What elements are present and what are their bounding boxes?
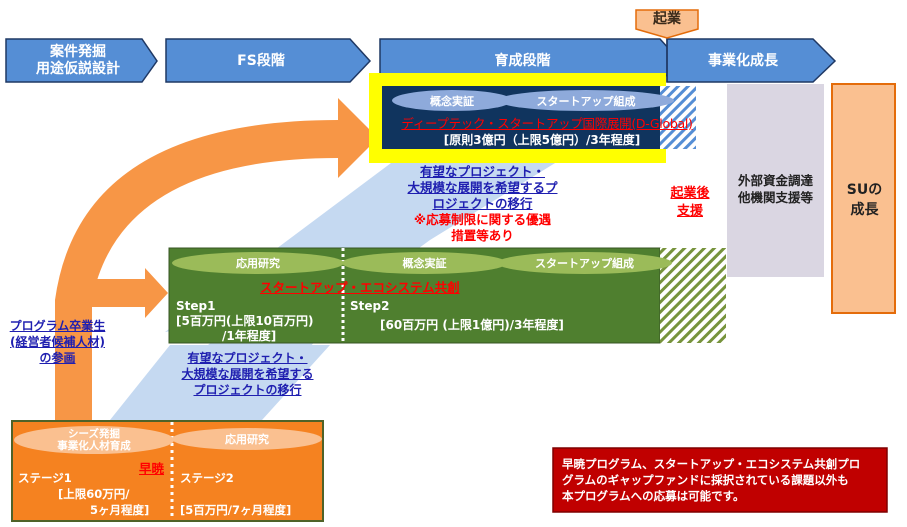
graduates-line-2[interactable]: (経営者候補人材) [10,335,105,349]
external-line-2: 他機関支援等 [737,190,813,205]
eco-step1-label: Step1 [176,299,216,313]
notice-box [552,447,888,513]
phase-1-line-2: 用途仮説設計 [36,61,120,77]
eco-oval-applied-label: 応用研究 [236,257,280,270]
graduates-line-1[interactable]: プログラム卒業生 [9,319,106,333]
transition-upper-line-1[interactable]: 有望なプロジェクト・ [419,164,545,179]
notice-line-3: 本プログラムへの応募は可能です。 [562,489,745,503]
transition-band-lower-2 [110,345,330,420]
transition-upper-text: 有望なプロジェクト・ 大規模な展開を希望するプ ロジェクトの移行 ※応募制限に関… [380,164,585,244]
ecosystem-title[interactable]: スタートアップ・エコシステム共創 [260,280,460,295]
orange-arrow-short [85,268,168,318]
eco-oval-applied: 応用研究 [172,252,344,274]
sogyo-stage2: ステージ2 [5百万円/7ヶ月程度] [180,470,325,518]
sogyo-oval-seeds: シーズ発掘 事業化人材育成 [14,426,174,454]
sogyo-oval-seeds-line-2: 事業化人材育成 [57,440,131,452]
su-growth-line-1: SUの [846,182,883,198]
transition-upper-note-2: 措置等あり [451,228,514,243]
eco-oval-startup: スタートアップ組成 [497,252,672,274]
post-startup-support-line-1[interactable]: 起業後 [670,186,710,201]
notice-line-2: グラムのギャップファンドに採択されている課題以外も [562,473,849,487]
transition-upper-line-3[interactable]: ロジェクトの移行 [432,196,533,211]
phase-label-2: FS段階 [166,40,356,82]
sogyo-stage2-label: ステージ2 [180,471,234,485]
transition-lower-line-1[interactable]: 有望なプロジェクト・ [187,351,308,365]
sogyo-stage1: ステージ1 [上限60万円/ 5ヶ月程度] [18,470,173,518]
dglobal-oval-startup-label: スタートアップ組成 [536,94,636,108]
dglobal-oval-poc: 概念実証 [392,90,512,111]
notice-line-1: 早暁プログラム、スタートアップ・エコシステム共創プロ [562,457,861,471]
eco-step2-label: Step2 [350,299,390,313]
phase-label-1: 案件発掘用途仮説設計 [8,40,148,82]
eco-step1: Step1 [5百万円(上限10百万円) /1年程度] [176,299,341,344]
phase-label-3: 育成段階 [380,40,665,82]
sogyo-oval-applied: 応用研究 [172,428,322,450]
transition-lower-line-3[interactable]: プロジェクトの移行 [193,383,302,397]
dglobal-funding: [原則3億円（上限5億円）/3年程度] [443,133,641,147]
dglobal-oval-startup: スタートアップ組成 [498,90,674,111]
post-startup-support[interactable]: 起業後 支援 [655,185,725,221]
eco-step2: Step2 [60百万円 (上限1億円)/3年程度] [350,299,660,333]
su-growth-box [831,83,896,314]
orange-arrow-curve [55,98,378,420]
eco-step1-funding-1: [5百万円(上限10百万円) [176,314,314,328]
phase-3-line-1: 育成段階 [494,52,551,69]
transition-lower-text: 有望なプロジェクト・ 大規模な展開を希望する プロジェクトの移行 [165,350,330,398]
sogyo-oval-seeds-line-1: シーズ発掘 [68,428,120,440]
phase-4-line-1: 事業化成長 [708,52,778,69]
post-startup-support-line-2[interactable]: 支援 [676,204,703,219]
su-growth-line-2: 成長 [850,202,879,218]
external-line-1: 外部資金調達 [737,173,813,188]
transition-upper-note-1: ※応募制限に関する優遇 [413,212,552,227]
eco-step1-funding-2: /1年程度] [222,329,277,343]
kigyo-marker-shape [635,9,699,39]
phase-1-line-1: 案件発掘 [50,44,106,60]
sogyo-title[interactable]: 早暁 [139,461,165,476]
external-funding-label: 外部資金調達 他機関支援等 [727,172,824,206]
external-funding-box [727,84,824,277]
dglobal-oval-poc-label: 概念実証 [430,94,474,108]
eco-oval-poc-label: 概念実証 [402,257,447,270]
sogyo-stage2-funding: [5百万円/7ヶ月程度] [180,503,292,517]
kigyo-marker-label: 起業 [653,11,681,27]
sogyo-oval-applied-label: 応用研究 [225,433,269,446]
eco-oval-startup-label: スタートアップ組成 [535,257,634,270]
notice-text: 早暁プログラム、スタートアップ・エコシステム共創プロ グラムのギャップファンドに… [562,456,887,504]
graduates-line-3[interactable]: の参画 [39,351,76,365]
sogyo-stage1-funding-2: 5ヶ月程度] [90,503,150,517]
transition-lower-line-2[interactable]: 大規模な展開を希望する [181,367,314,381]
eco-step2-funding: [60百万円 (上限1億円)/3年程度] [380,318,564,332]
transition-upper-line-2[interactable]: 大規模な展開を希望するプ [407,180,558,195]
phase-chevron-2 [165,38,372,83]
sogyo-stage1-funding-1: [上限60万円/ [58,487,130,501]
graduates-text: プログラム卒業生 (経営者候補人材) の参画 [0,318,115,366]
su-growth-label: SUの 成長 [832,180,897,220]
eco-oval-poc: 概念実証 [342,252,507,274]
dglobal-title[interactable]: ディープテック・スタートアップ国際展開(D-Global) [401,116,693,131]
sogyo-stage1-label: ステージ1 [18,471,72,485]
phase-chevron-1 [5,38,158,83]
phase-label-4: 事業化成長 [668,40,818,82]
phase-2-line-1: FS段階 [237,52,285,69]
